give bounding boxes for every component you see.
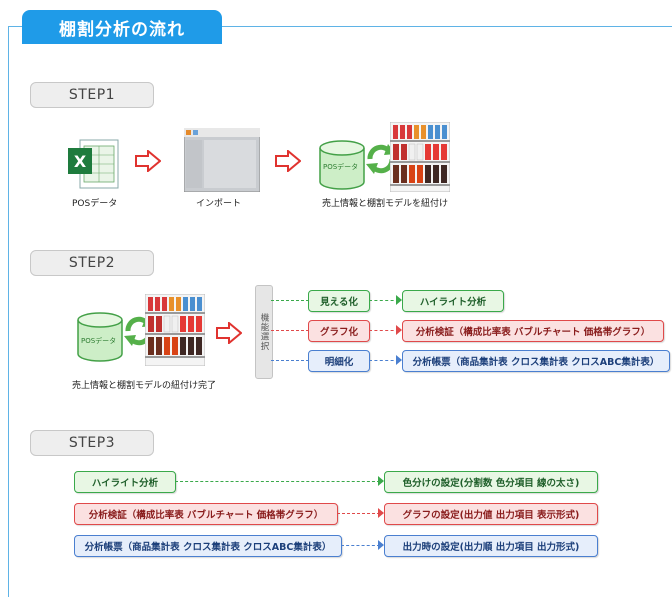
result-analysis-verify: 分析検証（構成比率表 バブルチャート 価格帯グラフ） (402, 320, 664, 342)
database-icon (77, 312, 123, 362)
shelf-icon (145, 294, 205, 366)
connector (369, 300, 399, 301)
connector (271, 300, 309, 301)
source-analysis-verify: 分析検証（構成比率表 バブルチャート 価格帯グラフ） (74, 503, 338, 525)
step1-badge: STEP1 (30, 82, 154, 108)
connector (341, 545, 380, 546)
page-title: 棚割分析の流れ (22, 10, 222, 44)
arrow-tip (378, 508, 384, 518)
excel-icon: X (68, 139, 119, 189)
mode-detail: 明細化 (308, 350, 370, 372)
step1-caption-link: 売上情報と棚割モデルを紐付け (322, 199, 449, 209)
import-window-icon (184, 128, 260, 192)
connector (175, 481, 380, 482)
result-highlight: ハイライト分析 (402, 290, 504, 312)
mode-visualize: 見える化 (308, 290, 370, 312)
right-arrow-icon (275, 150, 301, 172)
step2-badge: STEP2 (30, 250, 154, 276)
step2-caption: 売上情報と棚割モデルの紐付け完了 (72, 381, 217, 391)
step3-badge: STEP3 (30, 430, 154, 456)
mode-graph: グラフ化 (308, 320, 370, 342)
right-arrow-icon (216, 322, 242, 344)
db-label: POSデータ (81, 337, 117, 345)
arrow-tip (396, 355, 402, 365)
arrow-tip (396, 295, 402, 305)
step1-caption-pos: POSデータ (72, 199, 118, 209)
setting-graph: グラフの設定(出力値 出力項目 表示形式) (384, 503, 598, 525)
arrow-tip (396, 325, 402, 335)
connector (369, 360, 399, 361)
result-report: 分析帳票（商品集計表 クロス集計表 クロスABC集計表） (402, 350, 670, 372)
step1-caption-import: インポート (196, 199, 242, 209)
connector (369, 330, 399, 331)
db-label: POSデータ (323, 163, 359, 171)
database-icon (319, 140, 365, 190)
connector (337, 513, 380, 514)
arrow-tip (378, 476, 384, 486)
shelf-icon (390, 122, 450, 192)
function-select-label: 機能選択 (255, 285, 273, 379)
svg-text:X: X (74, 152, 87, 171)
arrow-tip (378, 540, 384, 550)
setting-output: 出力時の設定(出力順 出力項目 出力形式) (384, 535, 598, 557)
source-highlight: ハイライト分析 (74, 471, 176, 493)
right-arrow-icon (135, 150, 161, 172)
content-frame (8, 26, 672, 597)
source-report: 分析帳票（商品集計表 クロス集計表 クロスABC集計表） (74, 535, 342, 557)
setting-color: 色分けの設定(分割数 色分項目 線の太さ) (384, 471, 598, 493)
connector (271, 360, 309, 361)
connector (271, 330, 309, 331)
